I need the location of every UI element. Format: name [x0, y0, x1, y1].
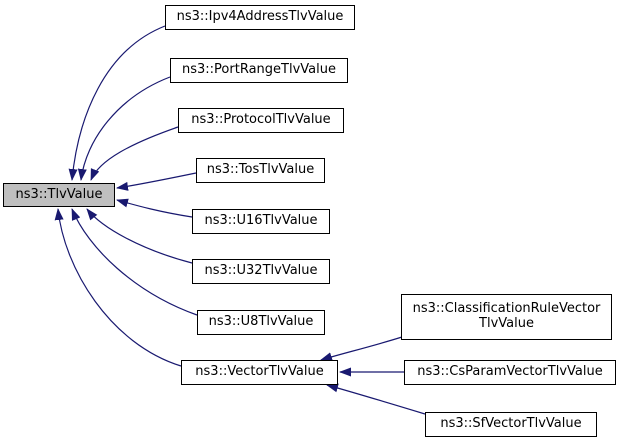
class-node-vectortlvvalue[interactable]: ns3::VectorTlvValue — [181, 360, 338, 385]
edge-sfvectortlvvalue-to-vectortlvvalue — [326, 383, 426, 415]
class-node-tlvvalue: ns3::TlvValue — [3, 183, 115, 207]
class-node-u8tlvvalue[interactable]: ns3::U8TlvValue — [197, 310, 325, 335]
edge-classificationrulevectortlvvalue-to-vectortlvvalue — [320, 336, 403, 361]
edge-portrangetlvvalue-to-tlvvalue — [77, 76, 171, 181]
class-node-tostlvvalue[interactable]: ns3::TosTlvValue — [196, 158, 325, 183]
class-node-u32tlvvalue[interactable]: ns3::U32TlvValue — [192, 259, 330, 284]
edge-u16tlvvalue-to-tlvvalue — [116, 198, 193, 218]
edge-protocoltlvvalue-to-tlvvalue — [90, 126, 179, 181]
edge-ipv4addresstlvvalue-to-tlvvalue — [68, 25, 166, 181]
class-node-sfvectortlvvalue[interactable]: ns3::SfVectorTlvValue — [425, 412, 597, 437]
class-node-u16tlvvalue[interactable]: ns3::U16TlvValue — [192, 209, 330, 234]
class-node-protocoltlvvalue[interactable]: ns3::ProtocolTlvValue — [178, 108, 344, 133]
class-node-portrangetlvvalue[interactable]: ns3::PortRangeTlvValue — [170, 58, 348, 83]
class-node-ipv4addresstlvvalue[interactable]: ns3::Ipv4AddressTlvValue — [165, 5, 355, 30]
edge-u8tlvvalue-to-tlvvalue — [71, 208, 198, 316]
edge-tostlvvalue-to-tlvvalue — [116, 172, 197, 191]
class-node-classificationrulevectortlvvalue[interactable]: ns3::ClassificationRuleVector TlvValue — [401, 294, 612, 340]
class-node-csparamvectortlvvalue[interactable]: ns3::CsParamVectorTlvValue — [404, 360, 616, 385]
edge-u32tlvvalue-to-tlvvalue — [86, 208, 193, 264]
edge-vectortlvvalue-to-tlvvalue — [54, 208, 182, 367]
